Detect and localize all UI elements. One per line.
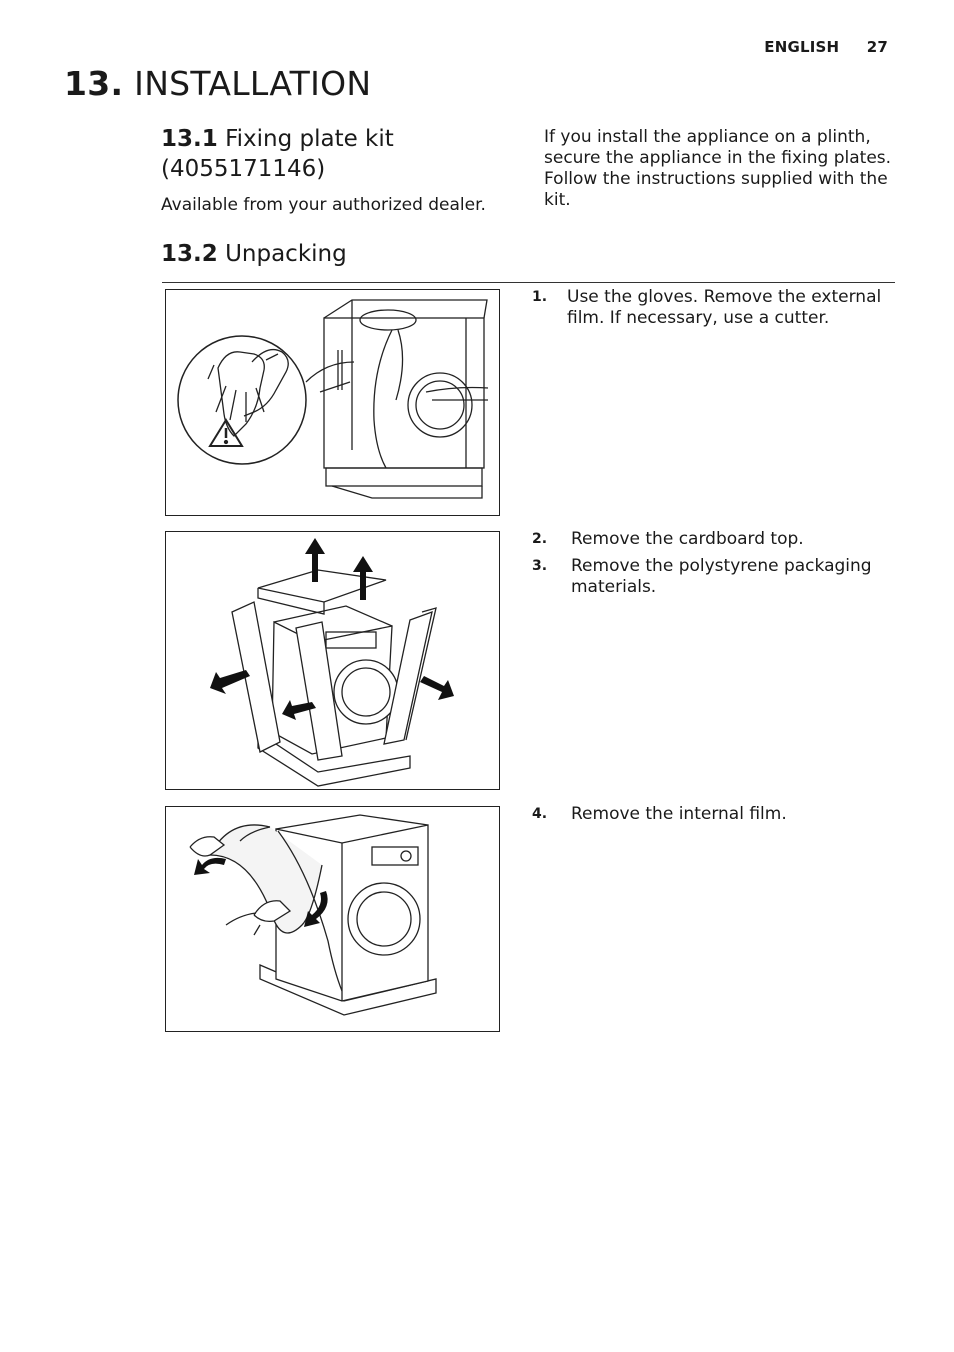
subsection-number: 13.2: [161, 241, 218, 267]
step-line: Remove the internal film.: [571, 804, 787, 824]
step-number: 2.: [532, 531, 548, 547]
section-number: 13.: [64, 64, 124, 103]
step-line: film. If necessary, use a cutter.: [567, 308, 830, 328]
subsection-title: Fixing plate kit: [225, 126, 394, 152]
dealer-note: Available from your authorized dealer.: [161, 195, 486, 215]
step-number: 4.: [532, 806, 548, 822]
step-line: materials.: [571, 577, 657, 597]
header-language: ENGLISH: [764, 38, 840, 56]
step-line: Remove the cardboard top.: [571, 529, 804, 549]
plinth-line: If you install the appliance on a plinth…: [544, 127, 871, 147]
subsection-title: Unpacking: [225, 241, 347, 267]
plinth-instructions: If you install the appliance on a plinth…: [544, 127, 891, 211]
plinth-line: Follow the instructions supplied with th…: [544, 169, 888, 189]
step-text: Remove the polystyrene packaging materia…: [571, 556, 911, 598]
step-text: Remove the cardboard top.: [571, 529, 911, 550]
figure-remove-internal-film: [165, 806, 500, 1032]
section-title-text: INSTALLATION: [134, 64, 372, 103]
figure-remove-external-film: [165, 289, 500, 516]
page-header: ENGLISH 27: [764, 38, 888, 56]
page-number: 27: [866, 38, 888, 56]
section-title: 13. INSTALLATION: [64, 64, 371, 103]
plinth-line: kit.: [544, 190, 571, 210]
subsection-heading-fixing-plate: 13.1 Fixing plate kit (4055171146): [161, 124, 394, 184]
plinth-line: secure the appliance in the fixing plate…: [544, 148, 892, 168]
step-line: Remove the polystyrene packaging: [571, 556, 872, 576]
subsection-number: 13.1: [161, 126, 218, 152]
figure-remove-cardboard-and-polystyrene: [165, 531, 500, 790]
section-divider: [162, 282, 895, 283]
step-text: Use the gloves. Remove the external film…: [567, 287, 907, 329]
step-text: Remove the internal film.: [571, 804, 911, 825]
illustration-internal-film: [189, 814, 437, 1016]
illustration-gloves-and-film: [177, 299, 489, 499]
step-number: 1.: [532, 289, 548, 305]
subsection-title-part-number: (4055171146): [161, 156, 326, 182]
step-number: 3.: [532, 558, 548, 574]
illustration-packaging-removal: [210, 538, 454, 787]
subsection-heading-unpacking: 13.2 Unpacking: [161, 239, 347, 269]
step-line: Use the gloves. Remove the external: [567, 287, 882, 307]
